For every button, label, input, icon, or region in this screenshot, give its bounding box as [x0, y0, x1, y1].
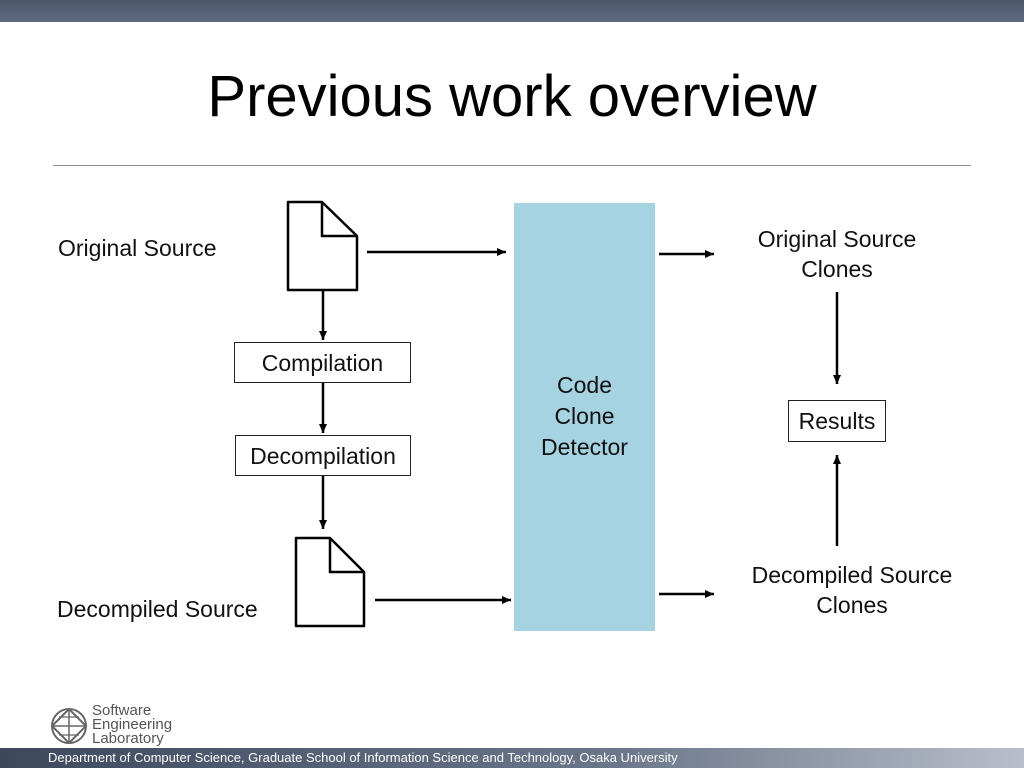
decompiled-source-label: Decompiled Source — [57, 596, 258, 622]
lab-logo-line-3: Laboratory — [92, 730, 164, 747]
decompiled-clones-line-2: Clones — [816, 592, 888, 618]
lab-logo: Software Engineering Laboratory — [50, 702, 190, 748]
detector-label-line-1: Code — [557, 372, 612, 398]
original-clones-label: Original Source Clones — [727, 224, 947, 284]
compilation-box: Compilation — [234, 342, 411, 383]
results-label: Results — [798, 408, 876, 434]
original-source-label: Original Source — [58, 235, 217, 261]
decompilation-label: Decompilation — [250, 443, 396, 469]
footer-text: Department of Computer Science, Graduate… — [48, 750, 678, 765]
original-clones-line-2: Clones — [801, 256, 873, 282]
compilation-label: Compilation — [261, 350, 384, 376]
slide-title: Previous work overview — [207, 64, 817, 129]
title-divider — [53, 165, 971, 166]
original-clones-line-1: Original Source — [757, 226, 917, 252]
code-clone-detector-block: Code Clone Detector — [514, 203, 655, 631]
original-source-document-icon — [286, 200, 359, 292]
lab-logo-line-2: Engineering — [92, 716, 173, 733]
lab-logo-icon — [50, 707, 88, 745]
decompiled-clones-line-1: Decompiled Source — [751, 562, 953, 588]
detector-label-line-3: Detector — [541, 434, 628, 460]
detector-label: Code Clone Detector — [514, 370, 655, 463]
footer-bar: Department of Computer Science, Graduate… — [0, 748, 1024, 768]
detector-label-line-2: Clone — [554, 403, 615, 429]
lab-logo-text: Software Engineering Laboratory — [92, 702, 173, 747]
lab-logo-line-1: Software — [92, 702, 152, 719]
decompiled-clones-label: Decompiled Source Clones — [727, 560, 977, 620]
header-bar — [0, 0, 1024, 22]
decompilation-box: Decompilation — [235, 435, 411, 476]
results-box: Results — [788, 400, 886, 442]
decompiled-source-document-icon — [294, 536, 366, 628]
